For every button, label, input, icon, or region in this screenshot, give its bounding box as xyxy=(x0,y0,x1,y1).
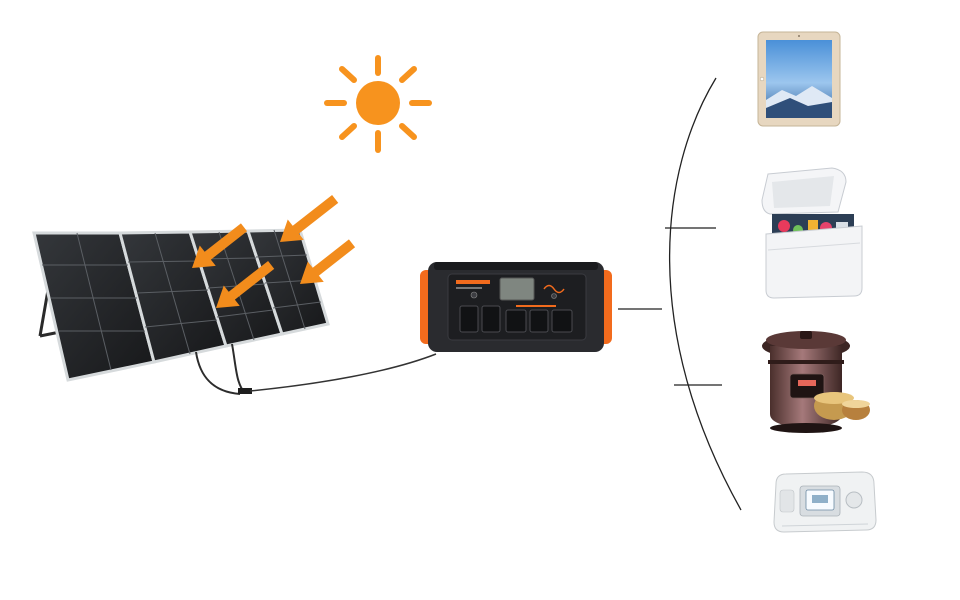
cpap-dial xyxy=(846,492,862,508)
solar-panel xyxy=(34,230,328,394)
ac-outlet xyxy=(506,310,526,332)
lcd-screen xyxy=(500,278,534,300)
ac-button xyxy=(552,294,557,299)
ac-outlet xyxy=(530,310,548,332)
tablet-icon xyxy=(758,32,840,126)
output-wiring xyxy=(618,78,741,510)
cooler-icon xyxy=(762,168,862,298)
ac-outlet xyxy=(460,306,478,332)
cpap-icon xyxy=(774,472,876,532)
distribution-bus xyxy=(670,78,741,510)
pressure-cooker-icon xyxy=(762,331,870,433)
ac-outlet xyxy=(552,310,572,332)
charging-cable xyxy=(250,354,436,391)
ac-outlet xyxy=(482,306,500,332)
sun-icon xyxy=(327,58,429,150)
brand-logo xyxy=(456,280,490,284)
power-button xyxy=(471,292,477,298)
mc4-connector xyxy=(238,388,252,394)
power-station xyxy=(420,262,612,352)
